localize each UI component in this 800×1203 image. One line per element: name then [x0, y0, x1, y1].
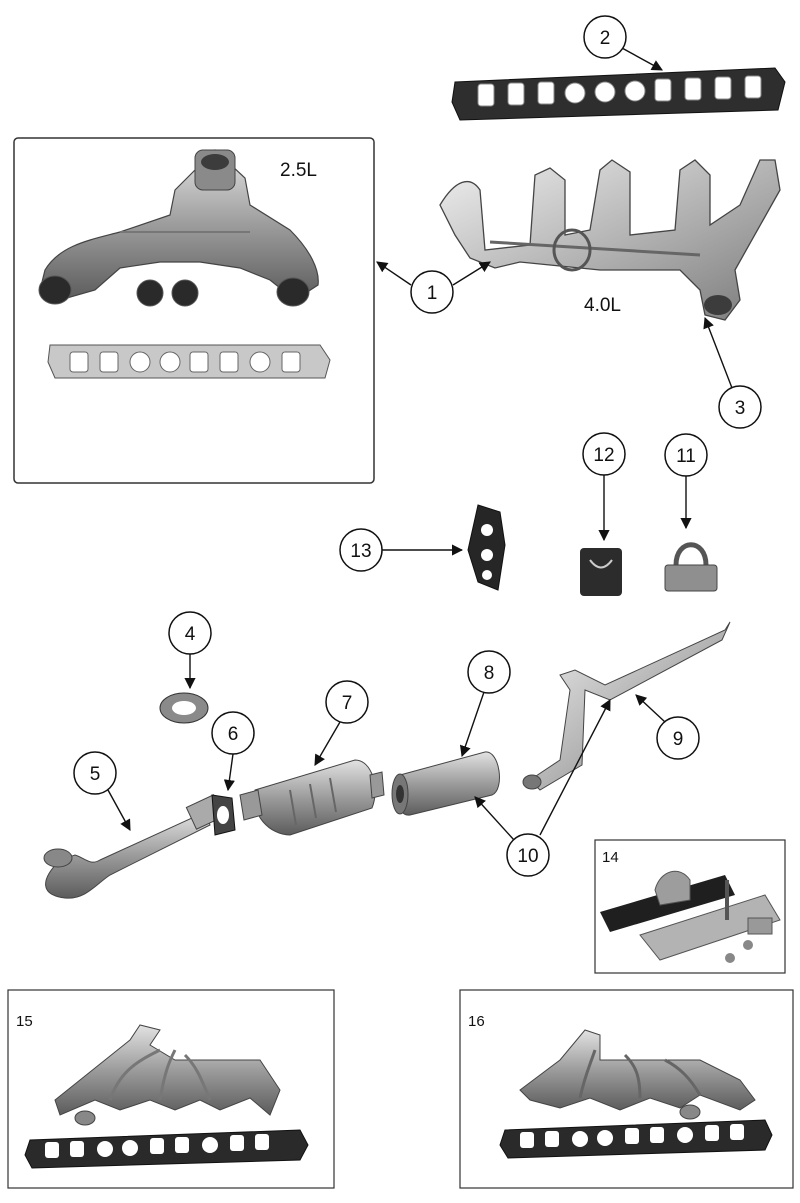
- header-kit-15-box: 15: [7, 989, 335, 1189]
- callout-11: 11: [664, 433, 708, 530]
- callout-circle: [656, 716, 700, 760]
- heat-shield-kit-box: 14: [594, 839, 786, 974]
- callout-circle: [664, 433, 708, 477]
- callout-4: 4: [168, 611, 212, 690]
- callout-circle: [583, 15, 627, 59]
- callout-circle: [582, 432, 626, 476]
- callout-number: 1: [427, 283, 438, 304]
- callout-1: 1: [376, 261, 491, 314]
- callout-circle: [339, 528, 383, 572]
- leader-line: [703, 316, 733, 389]
- u-bolt-clamp: [664, 542, 718, 592]
- box-label-16: 16: [468, 1013, 485, 1030]
- callout-circle: [73, 751, 117, 795]
- callout-8: 8: [459, 650, 511, 758]
- box-label-15: 15: [16, 1013, 33, 1030]
- callout-9: 9: [635, 694, 700, 760]
- tail-pipe: [522, 621, 731, 791]
- callout-number: 9: [673, 729, 684, 750]
- manifold-2-5l: [38, 149, 319, 307]
- leader-line: [107, 789, 131, 831]
- leader-line: [474, 796, 515, 841]
- leader-line: [314, 721, 341, 766]
- leader-line: [452, 261, 491, 286]
- manifold-4-0l: 4.0L: [439, 159, 781, 321]
- callout-circle: [410, 270, 454, 314]
- callout-2: 2: [583, 15, 663, 71]
- callout-circle: [325, 680, 369, 724]
- callout-number: 4: [185, 624, 196, 645]
- callout-number: 7: [342, 693, 353, 714]
- engine-label-2-5l: 2.5L: [280, 160, 317, 181]
- callout-13: 13: [339, 528, 464, 572]
- box-label-14: 14: [602, 849, 619, 866]
- rubber-insulator: [580, 548, 622, 596]
- callout-number: 6: [228, 724, 239, 745]
- callout-number: 8: [484, 663, 495, 684]
- callout-circle: [467, 650, 511, 694]
- callout-number: 13: [350, 541, 371, 562]
- exhaust-seal-ring: [159, 692, 209, 724]
- exhaust-hanger: [467, 504, 506, 591]
- callout-6: 6: [211, 711, 255, 792]
- callout-number: 3: [735, 398, 746, 419]
- leader-line: [223, 753, 235, 792]
- callout-10: 10: [474, 699, 611, 877]
- callout-number: 12: [593, 445, 614, 466]
- callout-number: 2: [600, 28, 611, 49]
- catalytic-converter: [239, 759, 385, 836]
- leader-line: [459, 691, 485, 758]
- engine-label-4-0l: 4.0L: [584, 295, 621, 316]
- leader-line: [635, 694, 666, 723]
- callout-5: 5: [73, 751, 131, 831]
- flange-gasket: [211, 794, 236, 836]
- callout-7: 7: [314, 680, 369, 766]
- leader-line: [539, 699, 611, 836]
- muffler: [391, 751, 500, 816]
- header-kit-16-box: 16: [459, 989, 794, 1189]
- gasket-4-0l: [451, 67, 786, 121]
- callout-circle: [211, 711, 255, 755]
- callout-3: 3: [703, 316, 762, 429]
- callout-number: 11: [676, 446, 696, 467]
- callout-circle: [506, 833, 550, 877]
- callout-12: 12: [582, 432, 626, 542]
- front-pipe: [43, 794, 225, 899]
- manifold-2-5l-box: 2.5L: [13, 137, 375, 484]
- callout-circle: [718, 385, 762, 429]
- leader-line: [621, 47, 663, 71]
- leader-line: [376, 261, 412, 286]
- callout-circle: [168, 611, 212, 655]
- callout-number: 10: [517, 846, 538, 867]
- gasket-2-5l: [47, 344, 331, 379]
- callout-number: 5: [90, 764, 101, 785]
